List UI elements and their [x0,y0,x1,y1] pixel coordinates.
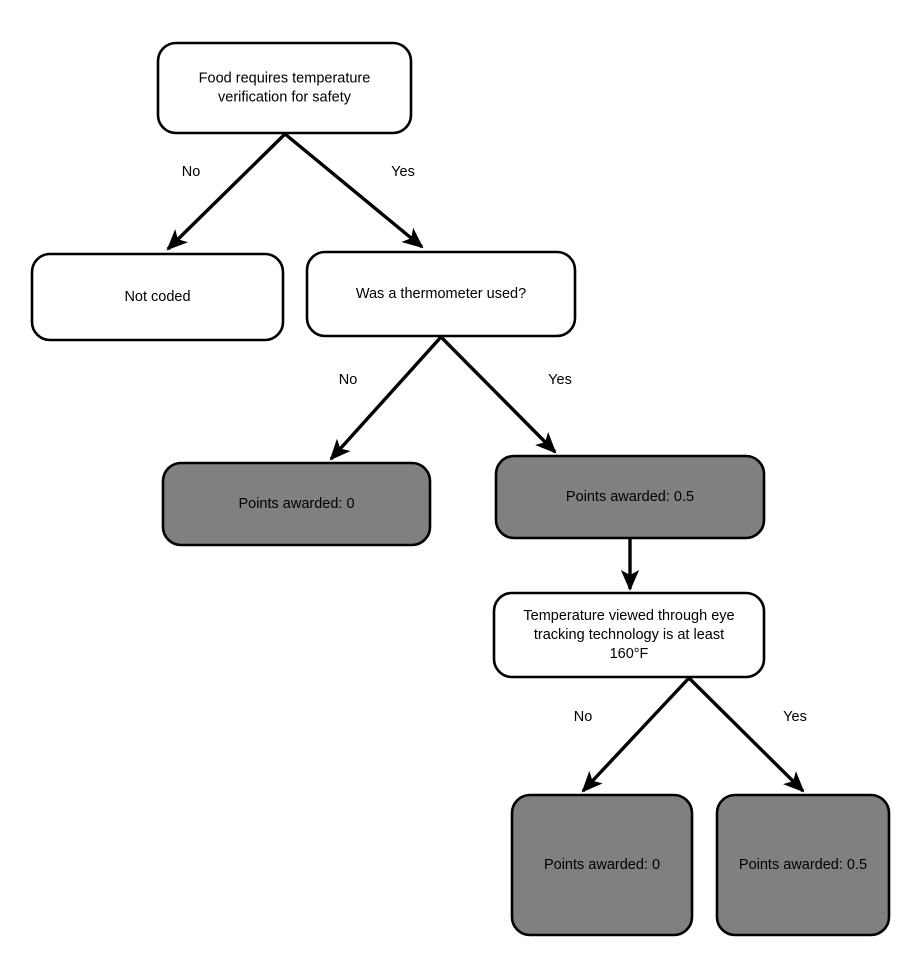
nodes-layer: Food requires temperature verification fo… [30,41,891,937]
node-points-0-b[interactable]: Points awarded: 0 [510,793,694,937]
edge-thermometer-to-points-0 [329,335,443,461]
node-shape[interactable] [156,41,413,135]
edge-label-thermometer-to-points-05: Yes [548,372,572,388]
edge-arrow [581,676,691,793]
edge-label-thermometer-to-points-0: No [339,372,358,388]
edge-arrow [166,132,287,251]
node-label-line: Points awarded: 0.5 [739,857,867,873]
node-label-line: Temperature viewed through eye [523,608,734,624]
edge-arrow [329,335,443,461]
node-points-0-a[interactable]: Points awarded: 0 [161,461,432,547]
node-label-line: Was a thermometer used? [356,286,526,302]
node-shape[interactable] [494,454,766,540]
node-shape[interactable] [492,591,766,679]
edge-label-root-to-not-coded: No [182,164,201,180]
node-shape[interactable] [715,793,891,937]
edge-label-temperature-to-points-05: Yes [783,709,807,725]
node-shape[interactable] [161,461,432,547]
node-label-line: Points awarded: 0 [238,496,354,512]
node-label-line: Points awarded: 0.5 [566,489,694,505]
node-shape[interactable] [30,252,285,342]
edge-temperature-to-points-05 [687,676,805,793]
node-shape[interactable] [510,793,694,937]
node-root[interactable]: Food requires temperature verification fo… [156,41,413,135]
edge-label-temperature-to-points-0: No [574,709,593,725]
edge-root-to-thermometer [283,132,424,249]
node-temperature-check[interactable]: Temperature viewed through eye tracking t… [492,591,766,679]
node-label-line: Not coded [124,289,190,305]
edge-arrow [439,335,557,454]
edge-thermometer-to-points-05 [439,335,557,454]
edge-root-to-not-coded [166,132,287,251]
node-points-05-a[interactable]: Points awarded: 0.5 [494,454,766,540]
edge-arrow [687,676,805,793]
edge-arrow [283,132,424,249]
edge-label-root-to-thermometer: Yes [391,164,415,180]
node-label-line: 160°F [610,646,649,662]
node-shape[interactable] [305,250,577,338]
edges-layer [166,132,805,793]
node-label-line: Points awarded: 0 [544,857,660,873]
node-label-line: tracking technology is at least [534,627,724,643]
node-points-05-b[interactable]: Points awarded: 0.5 [715,793,891,937]
node-label-line: Food requires temperature [199,70,371,86]
node-not-coded[interactable]: Not coded [30,252,285,342]
edge-temperature-to-points-0 [581,676,691,793]
node-thermometer[interactable]: Was a thermometer used? [305,250,577,338]
node-label-line: verification for safety [218,89,352,105]
